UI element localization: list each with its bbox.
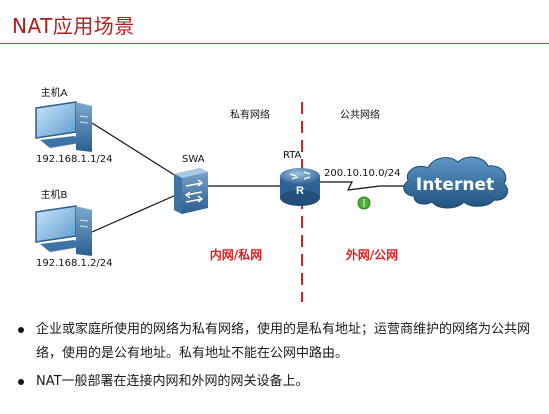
link-pcA-switch [91, 122, 177, 177]
zone-public-label: 公共网络 [340, 108, 380, 121]
svg-text:R: R [296, 185, 304, 197]
network-diagram: R 主机A 192.168.1.1/24 主机B 192.168.1.2/24 … [35, 86, 509, 302]
router-icon: R [280, 168, 320, 206]
internet-label: Internet [416, 175, 494, 195]
cloud-icon [403, 156, 509, 209]
inner-network-label: 内网/私网 [210, 247, 262, 262]
bullet-item: NAT一般部署在连接内网和外网的网关设备上。 [14, 370, 539, 394]
bullet-list: 企业或家庭所使用的网络为私有网络，使用的是私有地址；运营商维护的网络为公共网络，… [14, 318, 539, 394]
switch-icon [174, 168, 208, 214]
switch-label: SWA [182, 154, 205, 165]
host-b-ip: 192.168.1.2/24 [36, 258, 113, 269]
pc-icon [35, 101, 92, 152]
zone-private-label: 私有网络 [230, 108, 270, 121]
link-pcB-switch [91, 194, 177, 233]
router-ip: 200.10.10.0/24 [324, 168, 401, 179]
router-label: RTA [283, 150, 302, 161]
host-a-label: 主机A [41, 86, 68, 99]
host-b-label: 主机B [41, 188, 68, 201]
host-a-ip: 192.168.1.1/24 [36, 154, 113, 165]
bullet-text: 企业或家庭所使用的网络为私有网络，使用的是私有地址；运营商维护的网络为公共网络，… [36, 322, 531, 361]
title-underline [0, 43, 549, 44]
bullet-dot [18, 327, 24, 333]
link-router-internet [320, 181, 410, 191]
bullet-dot [18, 379, 24, 385]
outer-network-label: 外网/公网 [346, 247, 398, 262]
pc-icon [35, 205, 92, 256]
bullet-text: NAT一般部署在连接内网和外网的网关设备上。 [36, 374, 309, 389]
bullet-item: 企业或家庭所使用的网络为私有网络，使用的是私有地址；运营商维护的网络为公共网络，… [14, 318, 539, 366]
page-title: NAT应用场景 [12, 14, 135, 38]
